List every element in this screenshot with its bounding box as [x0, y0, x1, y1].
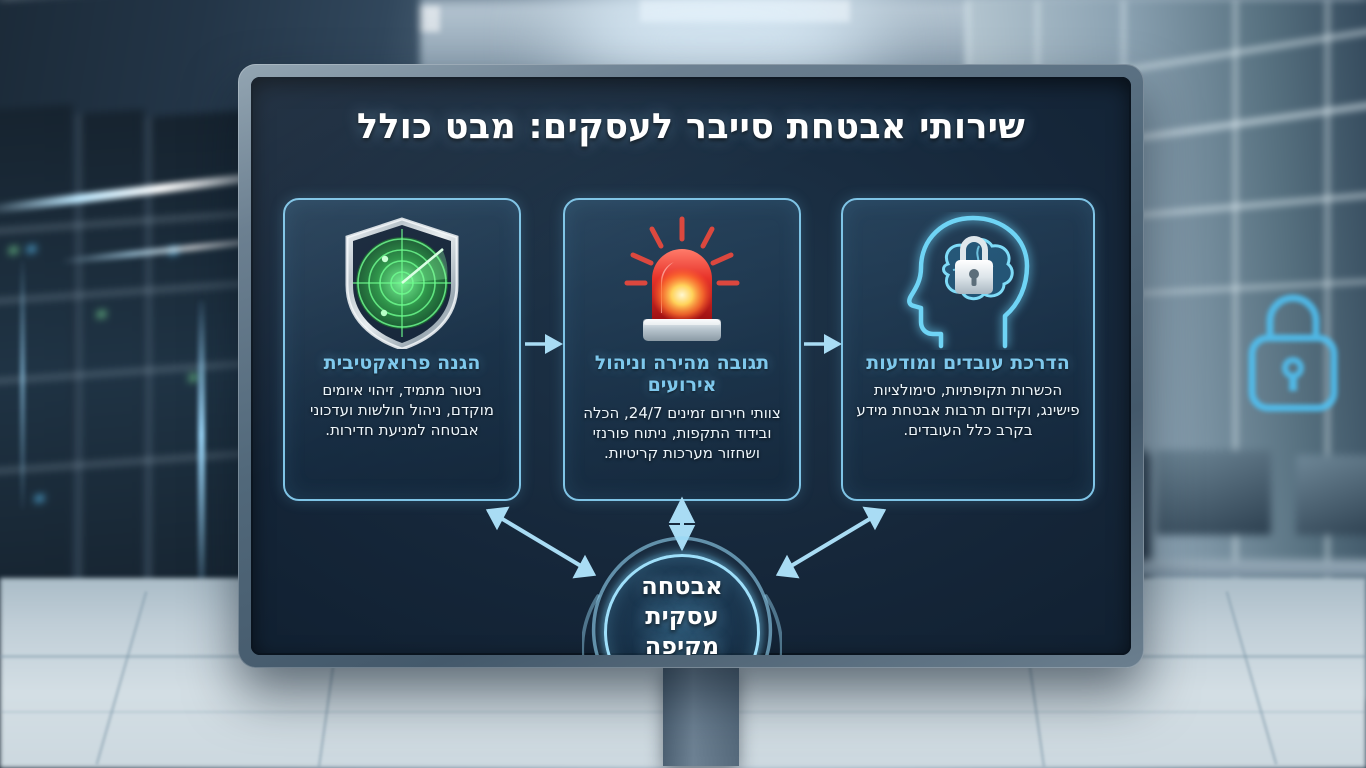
card-proactive-defense[interactable]: הגנה פרואקטיבית ניטור מתמיד, זיהוי איומי… — [283, 198, 521, 501]
hub-label: אבטחה עסקית מקיפה — [582, 572, 782, 655]
arrow-card1-to-card2 — [525, 334, 563, 354]
neon-light-vertical — [198, 300, 205, 600]
card-body: ניטור מתמיד, זיהוי איומים מוקדם, ניהול ח… — [310, 381, 494, 440]
card-body: הכשרות תקופתיות, סימולציות פישינג, וקידו… — [856, 381, 1080, 440]
arrow-card2-to-card3 — [804, 334, 842, 354]
card-employee-training[interactable]: הדרכת עובדים ומודעות הכשרות תקופתיות, סי… — [841, 198, 1095, 501]
monitor-stand — [663, 666, 739, 766]
brain-lock-head-icon — [855, 210, 1081, 352]
card-title: הדרכת עובדים ומודעות — [866, 352, 1070, 374]
hub-label-line-1: אבטחה — [641, 572, 723, 600]
card-title: הגנה פרואקטיבית — [323, 352, 481, 374]
screen: שירותי אבטחת סייבר לעסקים: מבט כולל — [251, 77, 1131, 655]
neon-light-vertical — [20, 260, 25, 510]
monitor-bezel: שירותי אבטחת סייבר לעסקים: מבט כולל — [238, 64, 1144, 668]
card-body: צוותי חירום זמינים 24/7, הכלה ובידוד התק… — [583, 403, 781, 462]
hub-central-node[interactable]: אבטחה עסקית מקיפה — [582, 532, 782, 655]
hub-label-line-2: עסקית — [645, 601, 719, 630]
emergency-siren-icon — [577, 210, 787, 352]
hub-label-line-3: מקיפה — [644, 631, 720, 656]
card-title: תגובה מהירה וניהול אירועים — [594, 352, 770, 397]
card-rapid-response[interactable]: תגובה מהירה וניהול אירועים צוותי חירום ז… — [563, 198, 801, 501]
arrow-hub-to-card1 — [485, 506, 597, 579]
lock-hologram-icon — [1248, 294, 1338, 412]
shield-radar-icon — [297, 210, 507, 352]
page-title: שירותי אבטחת סייבר לעסקים: מבט כולל — [356, 107, 1026, 147]
hub-outer-arcs — [582, 536, 782, 655]
arrow-hub-to-card3 — [775, 506, 887, 579]
